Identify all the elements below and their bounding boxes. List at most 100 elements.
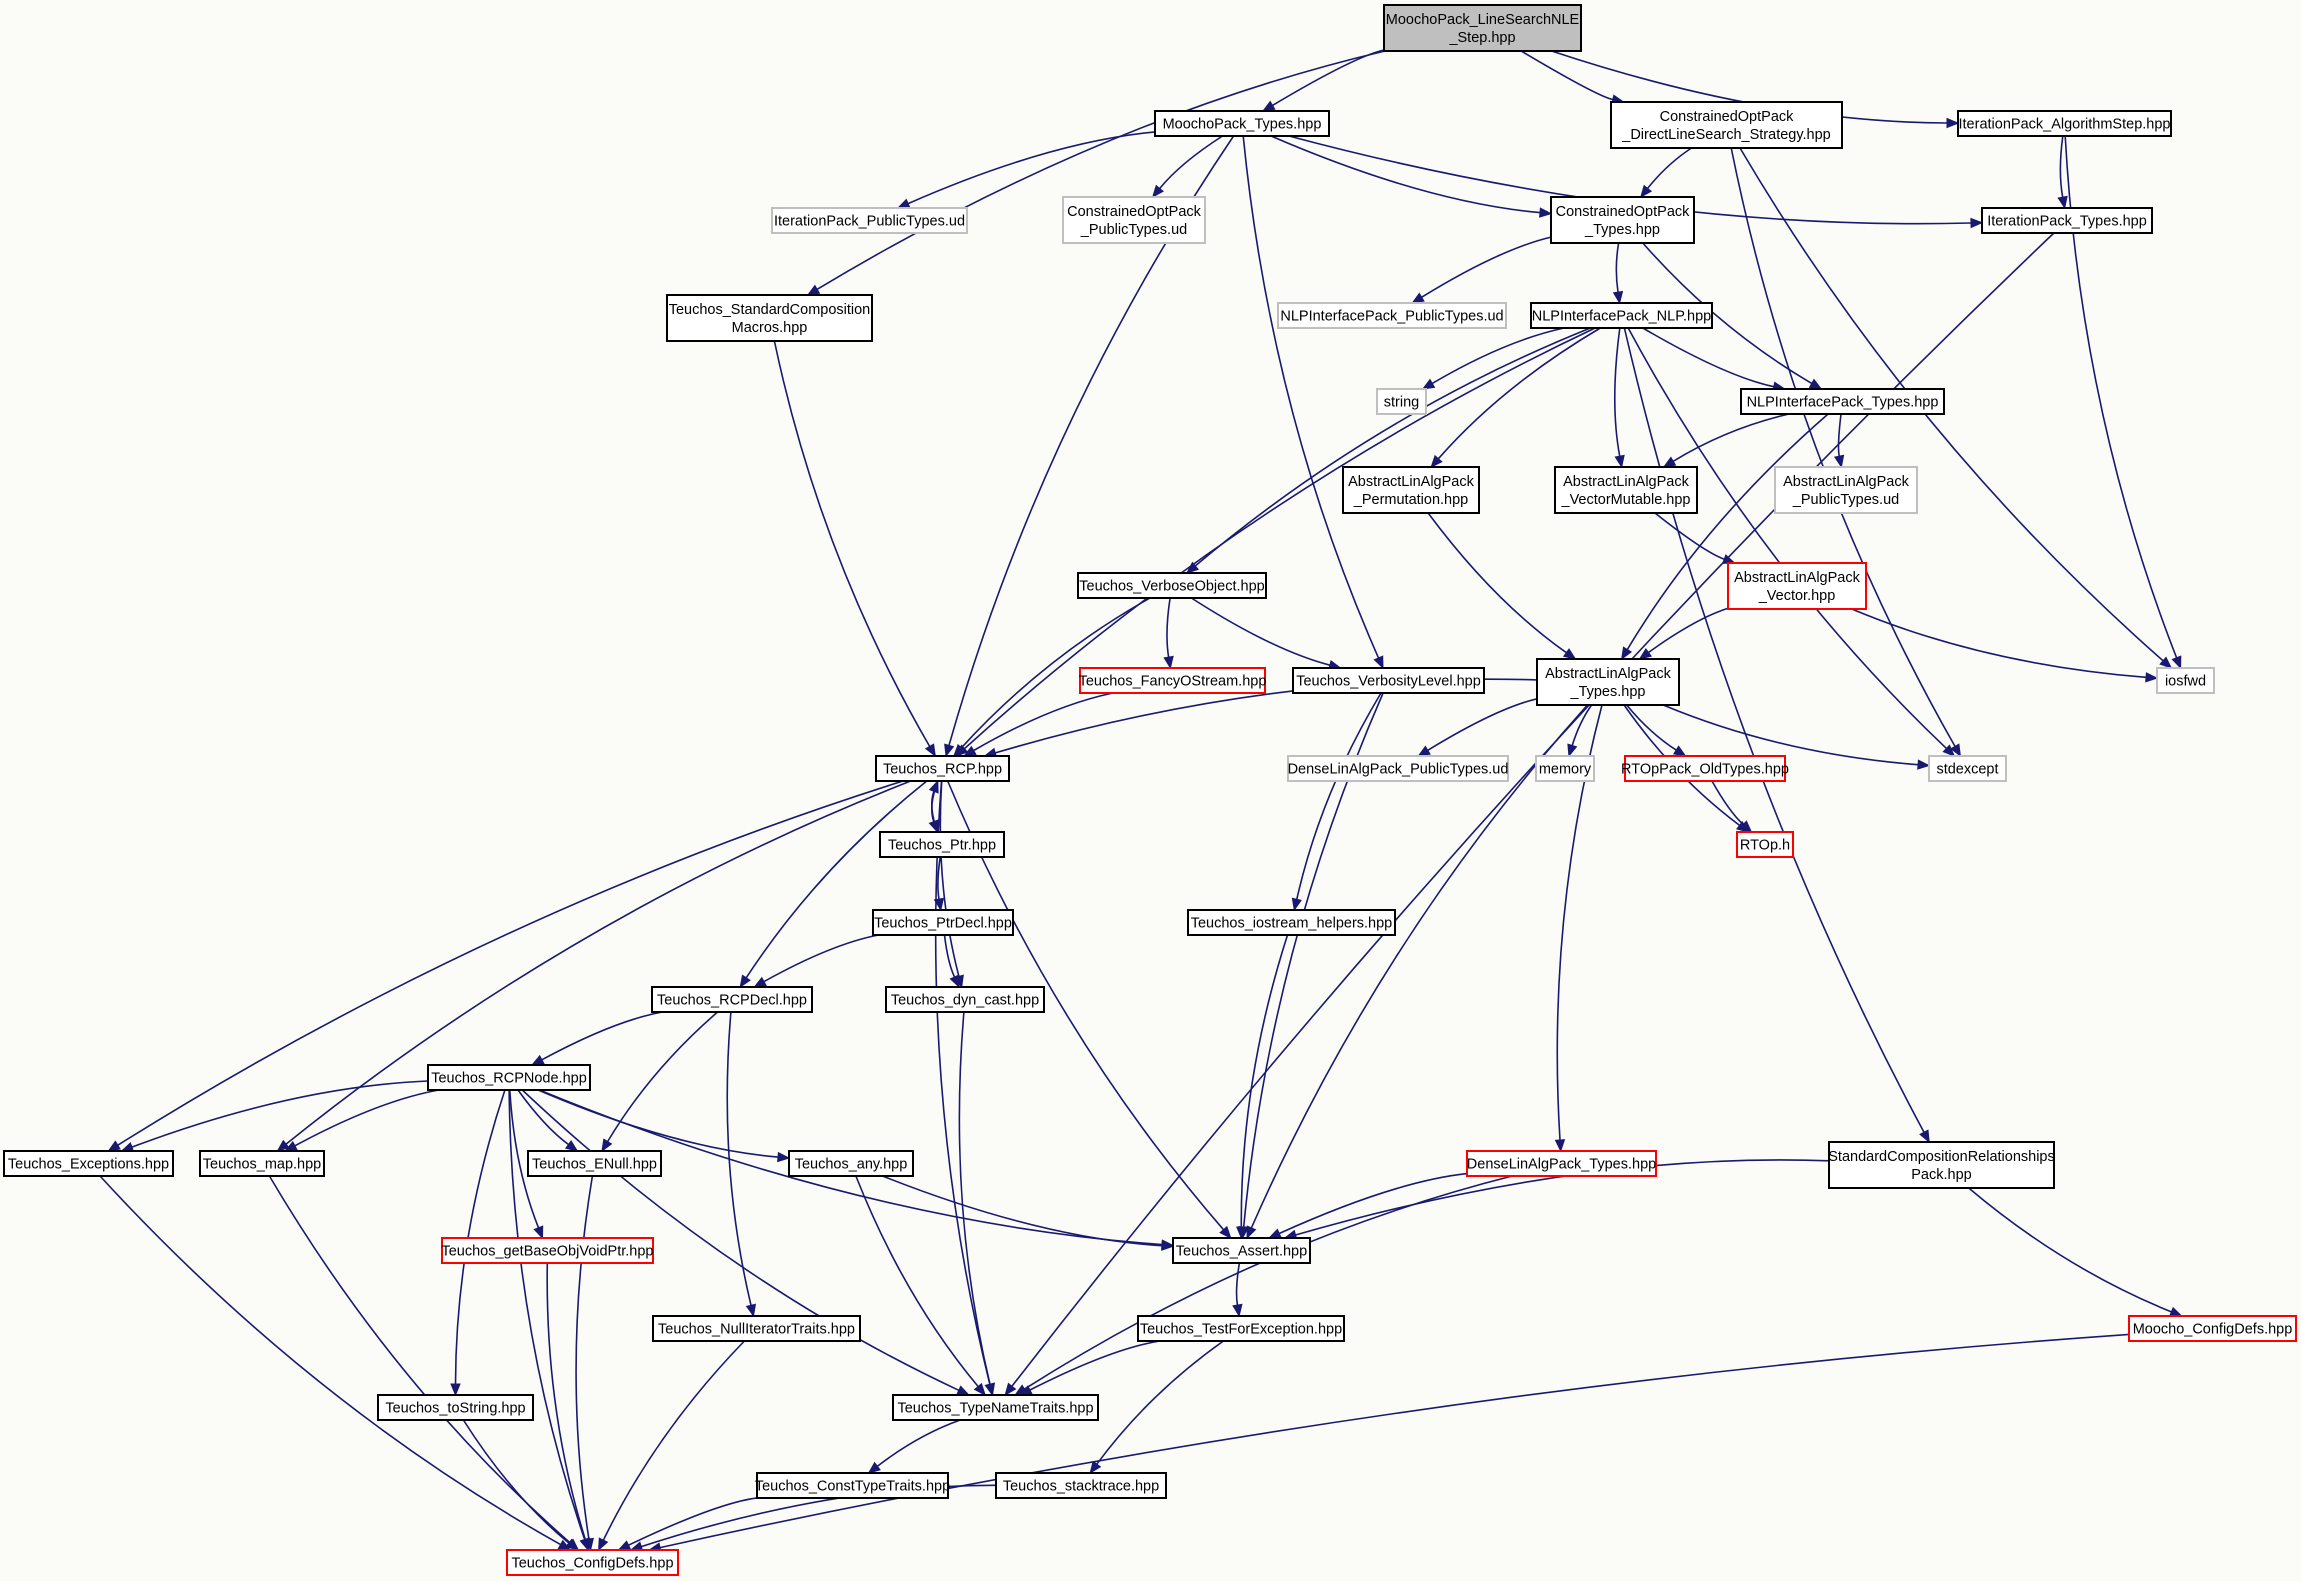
edge-rcpnode-to-exceptions bbox=[120, 1080, 429, 1152]
node-label: _Step.hpp bbox=[1448, 30, 1515, 46]
node-label: _Vector.hpp bbox=[1758, 588, 1836, 604]
edge-moocho_configdefs-to-configdefs bbox=[648, 1333, 2130, 1553]
node-iostream_helpers[interactable]: Teuchos_iostream_helpers.hpp bbox=[1187, 909, 1396, 936]
arrowhead-icon bbox=[601, 1138, 613, 1153]
node-box bbox=[1187, 909, 1396, 936]
node-box bbox=[892, 1394, 1099, 1421]
node-rtop_h[interactable]: RTOp.h bbox=[1736, 831, 1794, 858]
node-exceptions[interactable]: Teuchos_Exceptions.hpp bbox=[3, 1150, 174, 1177]
edge-line bbox=[541, 1011, 663, 1061]
edge-rcpnode-to-enull bbox=[517, 1089, 579, 1152]
node-rcpnode[interactable]: Teuchos_RCPNode.hpp bbox=[427, 1064, 591, 1091]
node-getbase[interactable]: Teuchos_getBaseObjVoidPtr.hpp bbox=[441, 1237, 654, 1264]
edge-line bbox=[1159, 135, 1223, 190]
node-rcp[interactable]: Teuchos_RCP.hpp bbox=[875, 755, 1010, 782]
edge-line bbox=[1270, 135, 1541, 214]
node-typename[interactable]: Teuchos_TypeNameTraits.hpp bbox=[892, 1394, 1099, 1421]
node-dyn_cast[interactable]: Teuchos_dyn_cast.hpp bbox=[885, 986, 1045, 1013]
node-root[interactable]: MoochoPack_LineSearchNLE_Step.hpp bbox=[1383, 4, 1582, 52]
node-box bbox=[1624, 755, 1786, 782]
edge-line bbox=[659, 1333, 2130, 1549]
node-label: AbstractLinAlgPack bbox=[1348, 474, 1474, 490]
edge-ala_types-to-rtop_old bbox=[1626, 704, 1687, 757]
edge-ala_vecmut-to-ala_vector bbox=[1654, 512, 1736, 564]
edge-line bbox=[517, 1089, 569, 1146]
edge-line bbox=[1711, 780, 1744, 826]
node-dla_types[interactable]: DenseLinAlgPack_Types.hpp bbox=[1466, 1150, 1657, 1177]
arrowhead-icon bbox=[2171, 655, 2182, 670]
node-ala_vector[interactable]: AbstractLinAlgPack_Vector.hpp bbox=[1727, 562, 1867, 610]
arrowhead-icon bbox=[1562, 648, 1577, 660]
arrowhead-icon bbox=[276, 1139, 290, 1152]
node-label: Teuchos_toString.hpp bbox=[385, 1401, 525, 1417]
edge-line bbox=[1851, 608, 2147, 679]
node-configdefs[interactable]: Teuchos_ConfigDefs.hpp bbox=[506, 1549, 679, 1576]
edge-root-to-moocho_types bbox=[1261, 49, 1385, 112]
node-moocho_types[interactable]: MoochoPack_Types.hpp bbox=[1154, 110, 1330, 137]
edge-line bbox=[546, 1262, 587, 1540]
node-nlp[interactable]: NLPInterfacePack_NLP.hpp bbox=[1530, 302, 1713, 329]
edges-layer bbox=[99, 49, 2183, 1553]
node-nulliter[interactable]: Teuchos_NullIteratorTraits.hpp bbox=[652, 1315, 861, 1342]
arrowhead-icon bbox=[896, 198, 911, 209]
node-any[interactable]: Teuchos_any.hpp bbox=[788, 1150, 914, 1177]
node-label: Teuchos_TestForException.hpp bbox=[1140, 1322, 1342, 1338]
node-testforexc[interactable]: Teuchos_TestForException.hpp bbox=[1137, 1315, 1345, 1342]
node-consttype[interactable]: Teuchos_ConstTypeTraits.hpp bbox=[755, 1472, 950, 1499]
node-box bbox=[527, 1150, 662, 1177]
node-direct_ls[interactable]: ConstrainedOptPack_DirectLineSearch_Stra… bbox=[1610, 101, 1843, 149]
node-rtop_old[interactable]: RTOpPack_OldTypes.hpp bbox=[1621, 755, 1789, 782]
node-moocho_configdefs[interactable]: Moocho_ConfigDefs.hpp bbox=[2128, 1315, 2297, 1342]
node-algo_step[interactable]: IterationPack_AlgorithmStep.hpp bbox=[1957, 110, 2172, 137]
node-nlp_types[interactable]: NLPInterfacePack_Types.hpp bbox=[1740, 388, 1945, 415]
arrowhead-icon bbox=[1554, 1139, 1566, 1153]
node-map[interactable]: Teuchos_map.hpp bbox=[199, 1150, 325, 1177]
edge-line bbox=[882, 1175, 1163, 1247]
node-ala_vecmut[interactable]: AbstractLinAlgPack_VectorMutable.hpp bbox=[1554, 466, 1698, 514]
edge-rcpdecl-to-nulliter bbox=[726, 1011, 757, 1318]
node-label: ConstrainedOptPack bbox=[1556, 204, 1691, 220]
node-ptrdecl[interactable]: Teuchos_PtrDecl.hpp bbox=[872, 909, 1014, 936]
node-tostring[interactable]: Teuchos_toString.hpp bbox=[377, 1394, 534, 1421]
node-ptr[interactable]: Teuchos_Ptr.hpp bbox=[879, 831, 1005, 858]
node-box bbox=[651, 986, 813, 1013]
node-copt_types[interactable]: ConstrainedOptPack_Types.hpp bbox=[1550, 196, 1695, 244]
node-stacktrace[interactable]: Teuchos_stacktrace.hpp bbox=[995, 1472, 1167, 1499]
node-fancy_ostream[interactable]: Teuchos_FancyOStream.hpp bbox=[1079, 667, 1267, 694]
node-label: IterationPack_PublicTypes.ud bbox=[774, 214, 965, 230]
edge-ala_types-to-memory bbox=[1567, 704, 1593, 758]
edge-line bbox=[1278, 1172, 1468, 1235]
node-assert[interactable]: Teuchos_Assert.hpp bbox=[1172, 1237, 1311, 1264]
node-rcpdecl[interactable]: Teuchos_RCPDecl.hpp bbox=[651, 986, 813, 1013]
node-iter_types[interactable]: IterationPack_Types.hpp bbox=[1981, 207, 2153, 234]
arrowhead-icon bbox=[1267, 1228, 1282, 1239]
arrowhead-icon bbox=[1612, 290, 1624, 305]
node-box bbox=[1342, 466, 1480, 514]
edge-line bbox=[1421, 236, 1552, 298]
node-ala_public_ud: AbstractLinAlgPack_PublicTypes.ud bbox=[1774, 466, 1918, 514]
edge-line bbox=[1427, 698, 1538, 751]
node-box bbox=[1077, 572, 1267, 599]
arrowhead-icon bbox=[564, 1140, 579, 1152]
edge-getbase-to-configdefs bbox=[546, 1262, 591, 1552]
edge-rcp-to-dyn_cast bbox=[939, 780, 964, 989]
arrowhead-icon bbox=[2145, 672, 2159, 683]
arrowhead-icon bbox=[956, 1385, 971, 1396]
edge-enull-to-configdefs bbox=[575, 1175, 594, 1552]
node-box bbox=[1610, 101, 1843, 149]
node-label: Teuchos_stacktrace.hpp bbox=[1003, 1479, 1159, 1495]
edge-root-to-std_comp_macros bbox=[806, 50, 1386, 296]
node-label: DenseLinAlgPack_Types.hpp bbox=[1467, 1157, 1656, 1173]
edge-line bbox=[2059, 135, 2064, 198]
node-label: Pack.hpp bbox=[1911, 1167, 1971, 1183]
node-enull[interactable]: Teuchos_ENull.hpp bbox=[527, 1150, 662, 1177]
node-verbosity[interactable]: Teuchos_VerbosityLevel.hpp bbox=[1292, 667, 1485, 694]
edge-any-to-typename bbox=[855, 1175, 986, 1397]
edge-line bbox=[960, 597, 1151, 749]
node-verbose_obj[interactable]: Teuchos_VerboseObject.hpp bbox=[1077, 572, 1267, 599]
edge-assert-to-testforexc bbox=[1232, 1262, 1243, 1318]
node-ala_types[interactable]: AbstractLinAlgPack_Types.hpp bbox=[1536, 658, 1680, 706]
node-ala_perm[interactable]: AbstractLinAlgPack_Permutation.hpp bbox=[1342, 466, 1480, 514]
